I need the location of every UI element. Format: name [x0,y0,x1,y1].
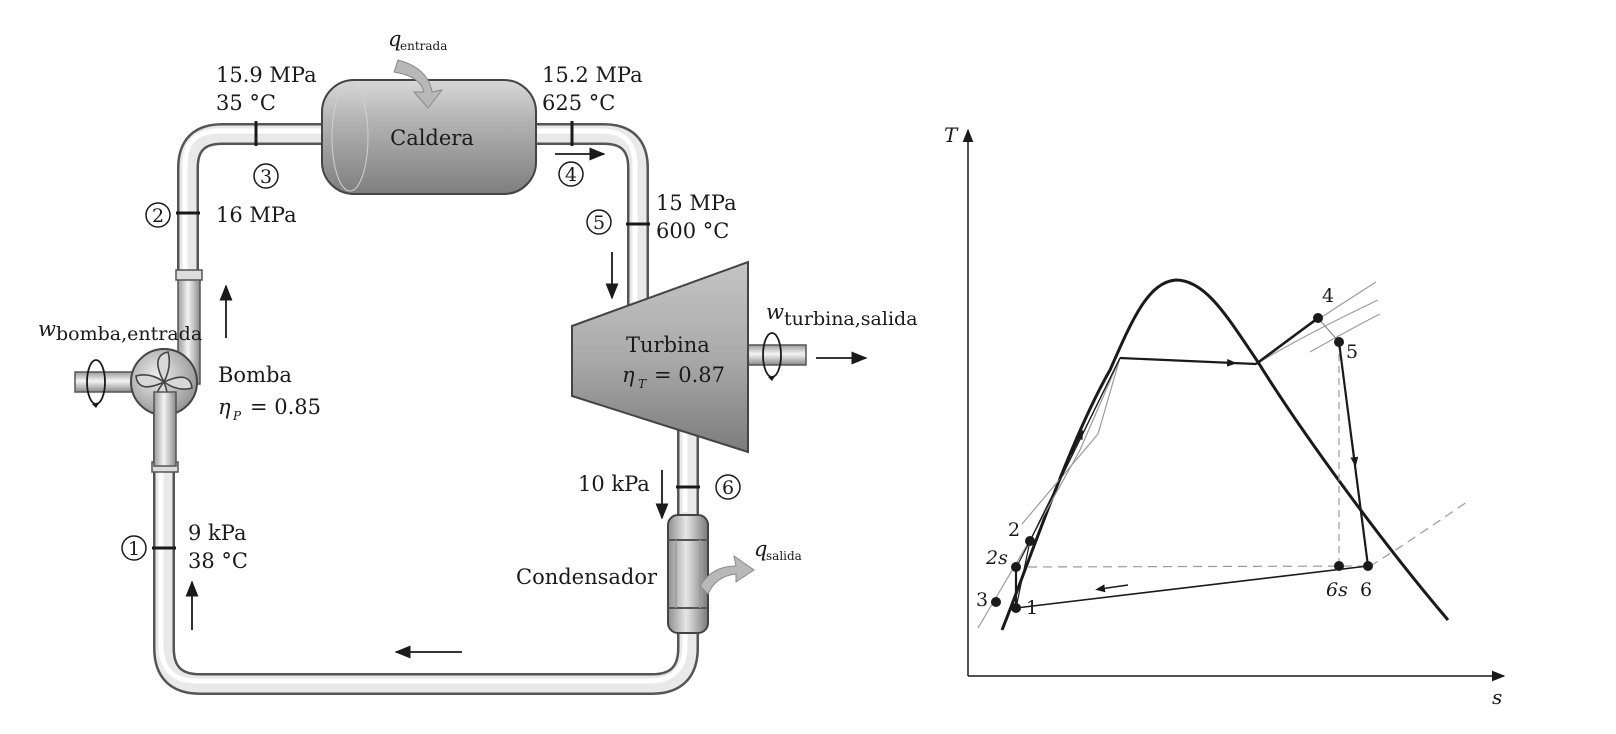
ts-label-4: 4 [1322,285,1334,307]
state-2: 2 16 MPa [145,202,297,228]
state-6: 10 kPa 6 [578,472,741,500]
pump-work-symbol: w [38,317,56,341]
pump-eta-value: = 0.85 [250,395,321,419]
state-3: 15.9 MPa 35 °C 3 [216,63,317,189]
ts-points [991,313,1373,613]
pump-work-subscript: bomba,entrada [56,323,202,345]
ts-label-2: 2 [1008,519,1020,541]
turbine-work-subscript: turbina,salida [784,308,918,330]
boiler: Caldera [321,79,537,195]
t-axis-label: T [944,123,959,147]
turbine-label: Turbina [626,333,710,357]
pump-eta-symbol: η [218,395,231,419]
ts-label-5: 5 [1346,341,1358,363]
state-1-temperature: 38 °C [188,549,248,573]
turbine-work-symbol: w [766,300,784,324]
heat-in-symbol: q [388,27,401,51]
turbine-work-output: w turbina,salida [762,300,918,381]
state-1-id: 1 [128,538,140,560]
pump-work-input: w bomba,entrada [38,317,202,408]
state-1: 1 9 kPa 38 °C [121,521,248,573]
turbine-eta-sub: T [638,377,647,391]
pump-label: Bomba [218,363,292,387]
s-axis-label: s [1492,685,1502,709]
state-2-id: 2 [152,205,164,227]
state-4: 15.2 MPa 625 °C 4 [542,63,643,187]
heat-out-symbol: q [754,537,767,561]
turbine: Turbina η T = 0.87 [571,260,749,454]
saturation-dome [1000,278,1450,631]
state-5-id: 5 [593,212,605,234]
state-3-temperature: 35 °C [216,91,276,115]
isobars [977,281,1471,629]
heat-in-arrow: q entrada [388,27,447,109]
ts-label-3: 3 [976,589,988,611]
turbine-eta-value: = 0.87 [654,363,725,387]
condenser-label: Condensador [516,565,658,589]
state-6-pressure: 10 kPa [578,472,650,496]
cycle-direction-arrows [1070,358,1359,593]
heat-out-subscript: salida [766,549,802,563]
pump-eta-sub: P [232,409,242,423]
pump: Bomba η P = 0.85 [130,348,321,467]
ts-label-6: 6 [1360,579,1372,601]
state-3-id: 3 [260,166,272,188]
state-2-pressure: 16 MPa [216,203,297,227]
piping [74,121,807,695]
state-5: 5 15 MPa 600 °C [586,191,737,243]
state-1-pressure: 9 kPa [188,521,246,545]
heat-out-arrow: q salida [699,537,802,595]
heat-in-subscript: entrada [400,39,447,53]
state-4-id: 4 [565,164,577,186]
state-3-pressure: 15.9 MPa [216,63,317,87]
boiler-label: Caldera [390,126,474,150]
state-6-id: 6 [722,477,734,499]
flow-arrows [185,147,669,659]
state-4-temperature: 625 °C [542,91,615,115]
cycle-path [1014,316,1370,609]
turbine-eta-symbol: η [622,363,635,387]
state-5-pressure: 15 MPa [656,191,737,215]
state-5-temperature: 600 °C [656,219,729,243]
ts-label-2s: 2s [985,547,1008,569]
state-4-pressure: 15.2 MPa [542,63,643,87]
ts-label-6s: 6s [1326,579,1348,601]
ts-diagram: T s [944,123,1506,709]
ts-label-1: 1 [1026,597,1038,619]
condenser: Condensador [516,514,709,634]
